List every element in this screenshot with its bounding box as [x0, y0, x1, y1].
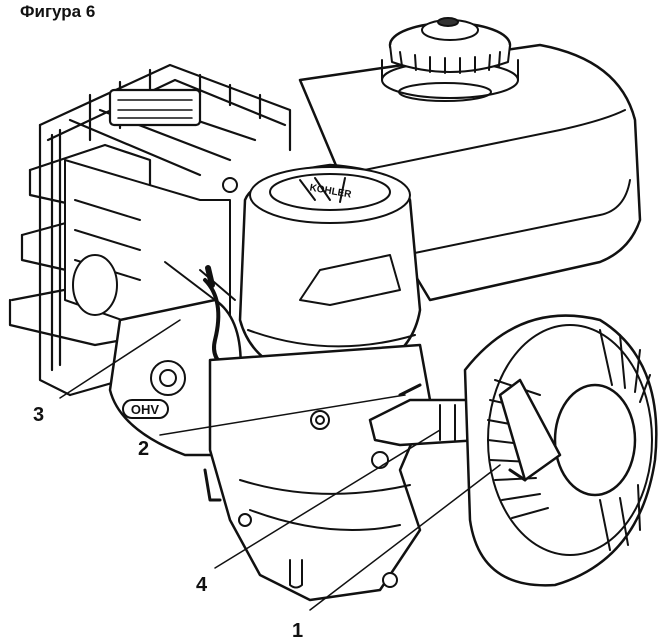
fuel-cap [381, 17, 519, 102]
callout-1: 1 [292, 620, 304, 642]
leader-3 [59, 319, 181, 399]
callout-3: 3 [33, 404, 45, 426]
callout-leaders [59, 319, 501, 611]
leader-4 [214, 429, 441, 569]
recoil-starter [463, 314, 658, 587]
leader-1 [309, 464, 501, 611]
ohv-marking: OHV [131, 402, 160, 417]
callout-4: 4 [196, 574, 208, 596]
callout-2: 2 [138, 438, 150, 460]
crankcase [203, 343, 432, 602]
valve-cover: OHV [108, 261, 242, 457]
fuel-tank [298, 43, 642, 302]
air-cleaner-housing [64, 159, 238, 331]
figure-title: Фигура 6 [20, 2, 96, 21]
blower-housing: KOHLER [238, 163, 422, 382]
control-lever [368, 383, 492, 469]
leader-2 [159, 394, 406, 436]
